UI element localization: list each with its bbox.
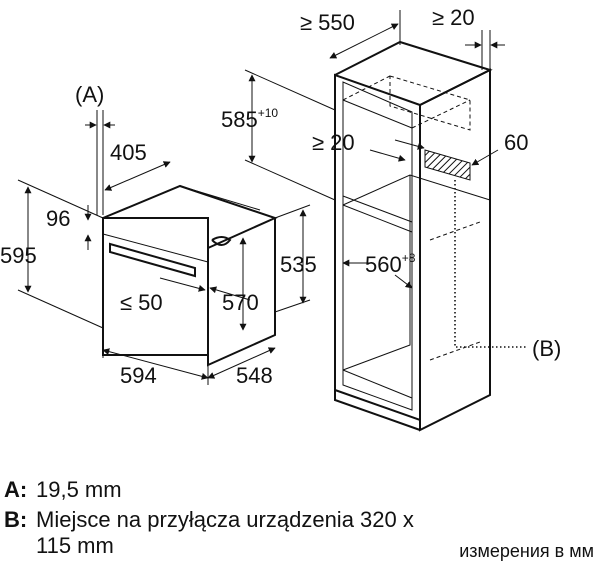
legend-text: 19,5 mm [36, 477, 122, 502]
cabinet-side [419, 68, 491, 432]
control-knob [211, 236, 232, 246]
oven-dimensions [17, 110, 311, 385]
dim-niche-height: 585+10 [221, 106, 278, 132]
dim-body-depth: 405 [110, 140, 147, 165]
vent-opening [424, 149, 471, 181]
marker-b: (B) [532, 336, 561, 361]
dim-inner-height: 570 [222, 290, 259, 315]
legend-key: B: [4, 507, 28, 532]
dim-rear-gap: ≥ 20 [432, 5, 475, 30]
dim-front-panel: 96 [46, 206, 70, 231]
cabinet-drawing [334, 40, 493, 432]
dim-vent-depth: 60 [504, 130, 528, 155]
legend-b: B:Miejsce na przyłącza urządzenia 320 x … [4, 507, 414, 559]
oven-drawing [102, 184, 278, 367]
dim-oven-depth: 548 [236, 363, 273, 388]
cabinet-dimensions [244, 10, 528, 348]
dim-vent-gap: ≥ 20 [312, 130, 355, 155]
marker-a: (A) [75, 82, 104, 107]
cabinet-top [334, 40, 493, 106]
legend-a: A: 19,5 mm [4, 477, 122, 503]
dim-body-height: 535 [280, 252, 317, 277]
legend-text: Miejsce na przyłącza urządzenia 320 x [36, 507, 414, 532]
dim-niche-depth: ≥ 550 [300, 10, 355, 35]
dim-oven-height: 595 [0, 243, 37, 268]
dim-bottom-gap: ≤ 50 [120, 290, 163, 315]
installation-diagram: (A) 405 96 595 ≤ 50 570 535 594 548 ≥ 55… [0, 5, 561, 432]
legend-key: A: [4, 477, 28, 502]
units-note: измерения в мм [459, 541, 594, 561]
legend-text-cont: 115 mm [36, 533, 114, 558]
dim-niche-width: 560+8 [365, 251, 416, 277]
dim-oven-width: 594 [120, 363, 157, 388]
oven-top [102, 184, 278, 249]
door-handle [109, 242, 196, 278]
